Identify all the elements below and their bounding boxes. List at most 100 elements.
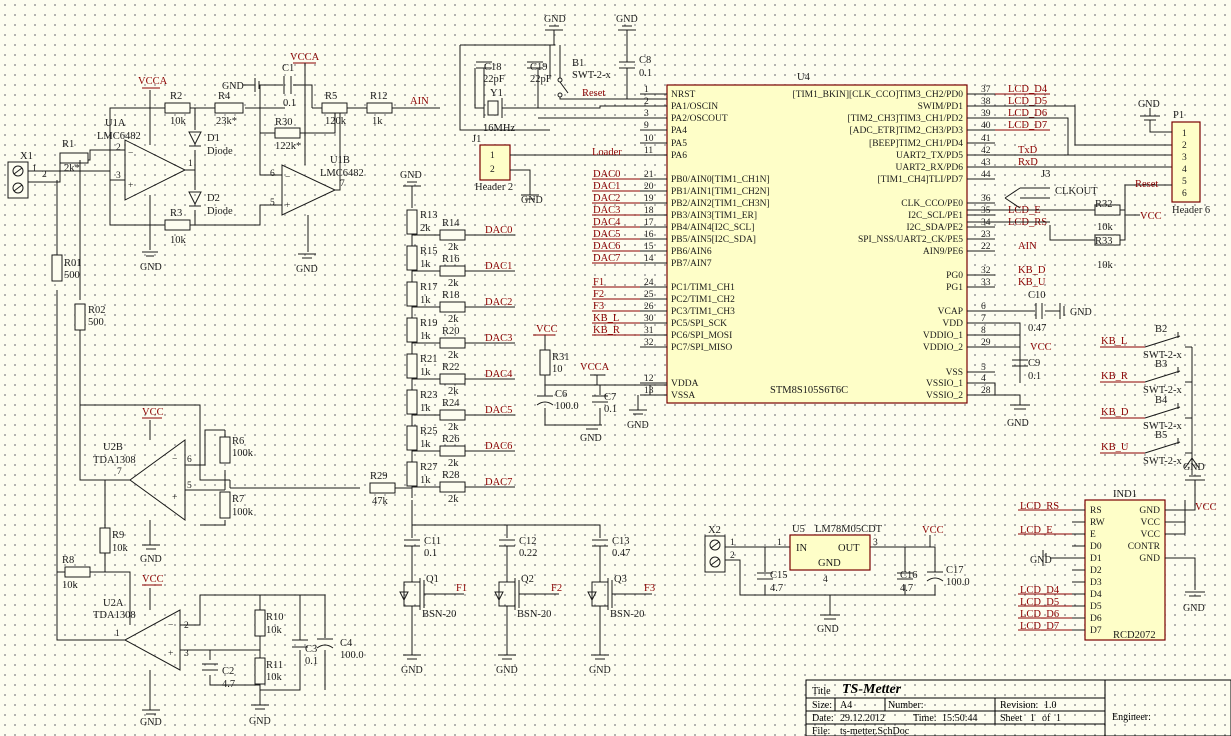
capacitor-c10[interactable]: C10 0.47 [1028, 290, 1046, 334]
svg-text:R16: R16 [442, 254, 460, 265]
svg-text:KB_U: KB_U [1101, 442, 1129, 453]
diode-d2[interactable]: D2 Diode [188, 191, 233, 217]
resistor-r02[interactable]: R02 500 [74, 303, 106, 331]
capacitor-c1[interactable]: C1 0.1 [282, 63, 296, 109]
opamp-u2a[interactable]: −+ U2A TDA1308 2 3 1 [93, 598, 189, 671]
resistor-r10[interactable]: R10 10k [254, 609, 284, 637]
resistor-r1[interactable]: R1 2k* [59, 139, 89, 174]
svg-text:16: 16 [644, 230, 654, 240]
resistor-r32[interactable]: R32 10k [1094, 199, 1121, 233]
capacitor-c3[interactable]: C3 0.1 [292, 639, 318, 667]
resistor-r5[interactable]: R5 120k [321, 91, 348, 127]
svg-text:19: 19 [644, 194, 654, 204]
lcd-ind1[interactable] [1084, 499, 1166, 641]
svg-text:25: 25 [644, 290, 654, 300]
resistor-r8[interactable]: R8 10k [62, 555, 91, 591]
regulator-u5[interactable]: IN OUT GND U5 LM78M05CDT 1 3 4 [777, 524, 883, 585]
svg-text:7: 7 [981, 314, 986, 324]
x1-pin2: 2 [42, 170, 47, 180]
net-reset-header: Reset [1135, 179, 1158, 190]
svg-text:R5: R5 [325, 91, 337, 102]
resistor-r12[interactable]: R12 1k [366, 91, 393, 127]
capacitor-c8[interactable]: C8 0.1 [619, 55, 652, 79]
resistor-r31[interactable]: R31 10 [539, 349, 570, 376]
svg-text:R10: R10 [266, 612, 284, 623]
capacitor-c7[interactable]: C7 0.1 [592, 392, 617, 415]
svg-text:40: 40 [981, 121, 991, 131]
resistor-r9[interactable]: R9 10k [99, 527, 129, 554]
mcu-u4[interactable] [666, 84, 968, 404]
svg-text:of: of [1042, 713, 1051, 724]
capacitor-c2[interactable]: C2 4.7 [202, 663, 235, 690]
capacitor-c9[interactable]: C9 0.1 [1012, 358, 1041, 382]
svg-text:47k: 47k [372, 496, 389, 507]
power-connector-x2[interactable]: X2 1 2 [704, 525, 735, 573]
svg-text:IND1: IND1 [1113, 489, 1137, 500]
capacitor-c18[interactable]: C18 22pF [476, 61, 505, 85]
crystal-y1[interactable]: Y1 16MHz [483, 88, 515, 134]
resistor-r33[interactable]: R33 10k [1094, 234, 1121, 271]
capacitor-c17[interactable]: C17 100.0 [926, 565, 970, 588]
svg-text:41: 41 [981, 134, 991, 144]
header-p1[interactable]: P1 Header 6 [1171, 110, 1210, 216]
opamp-u2b[interactable]: −+ U2B TDA1308 6 5 7 [93, 439, 192, 521]
input-connector-x1[interactable]: X1 1 2 [7, 151, 47, 199]
capacitor-c15[interactable]: C15 4.7 [757, 570, 788, 594]
svg-text:15: 15 [644, 242, 654, 252]
switch-b1[interactable]: B1 SWT-2-x [557, 58, 611, 98]
svg-text:2k*: 2k* [64, 163, 80, 174]
resistor-r29[interactable]: R29 47k [369, 471, 396, 507]
resistor-r30[interactable]: R30 122k* [274, 117, 301, 152]
svg-text:U2A: U2A [103, 598, 124, 609]
svg-text:R15: R15 [420, 246, 438, 257]
opamp-u1b[interactable]: −+ U1B LMC6482 6 5 7 [270, 155, 364, 216]
resistor-r2[interactable]: R2 10k [164, 91, 191, 127]
resistor-r4[interactable]: R4 23k* [214, 91, 244, 127]
resistor-r6[interactable]: R6 100k [219, 436, 254, 464]
svg-text:100k: 100k [232, 448, 254, 459]
capacitor-c19[interactable]: C19 22pF [527, 61, 552, 85]
opamp-u1a[interactable]: −+ U1A LMC6482 2 3 1 [97, 118, 193, 201]
diode-d1[interactable]: D1 Diode [188, 131, 233, 157]
resistor-r11[interactable]: R11 10k [254, 657, 283, 685]
svg-text:C13: C13 [612, 536, 630, 547]
capacitor-c16[interactable]: C16 4.7 [897, 570, 918, 594]
svg-text:100.0: 100.0 [340, 650, 364, 661]
svg-text:6: 6 [1182, 189, 1187, 199]
header-j1[interactable]: 1 2 J1 Header 2 [472, 134, 513, 193]
resistor-r7[interactable]: R7 100k [219, 491, 254, 519]
resistor-r3[interactable]: R3 10k [164, 208, 191, 246]
capacitor-c4[interactable]: C4 100.0 [316, 638, 364, 661]
resistor-r01[interactable]: R01 500 [51, 254, 82, 282]
capacitor-c6[interactable]: C6 100.0 [536, 389, 579, 412]
svg-text:PC3/TIM1_CH3: PC3/TIM1_CH3 [671, 307, 735, 317]
